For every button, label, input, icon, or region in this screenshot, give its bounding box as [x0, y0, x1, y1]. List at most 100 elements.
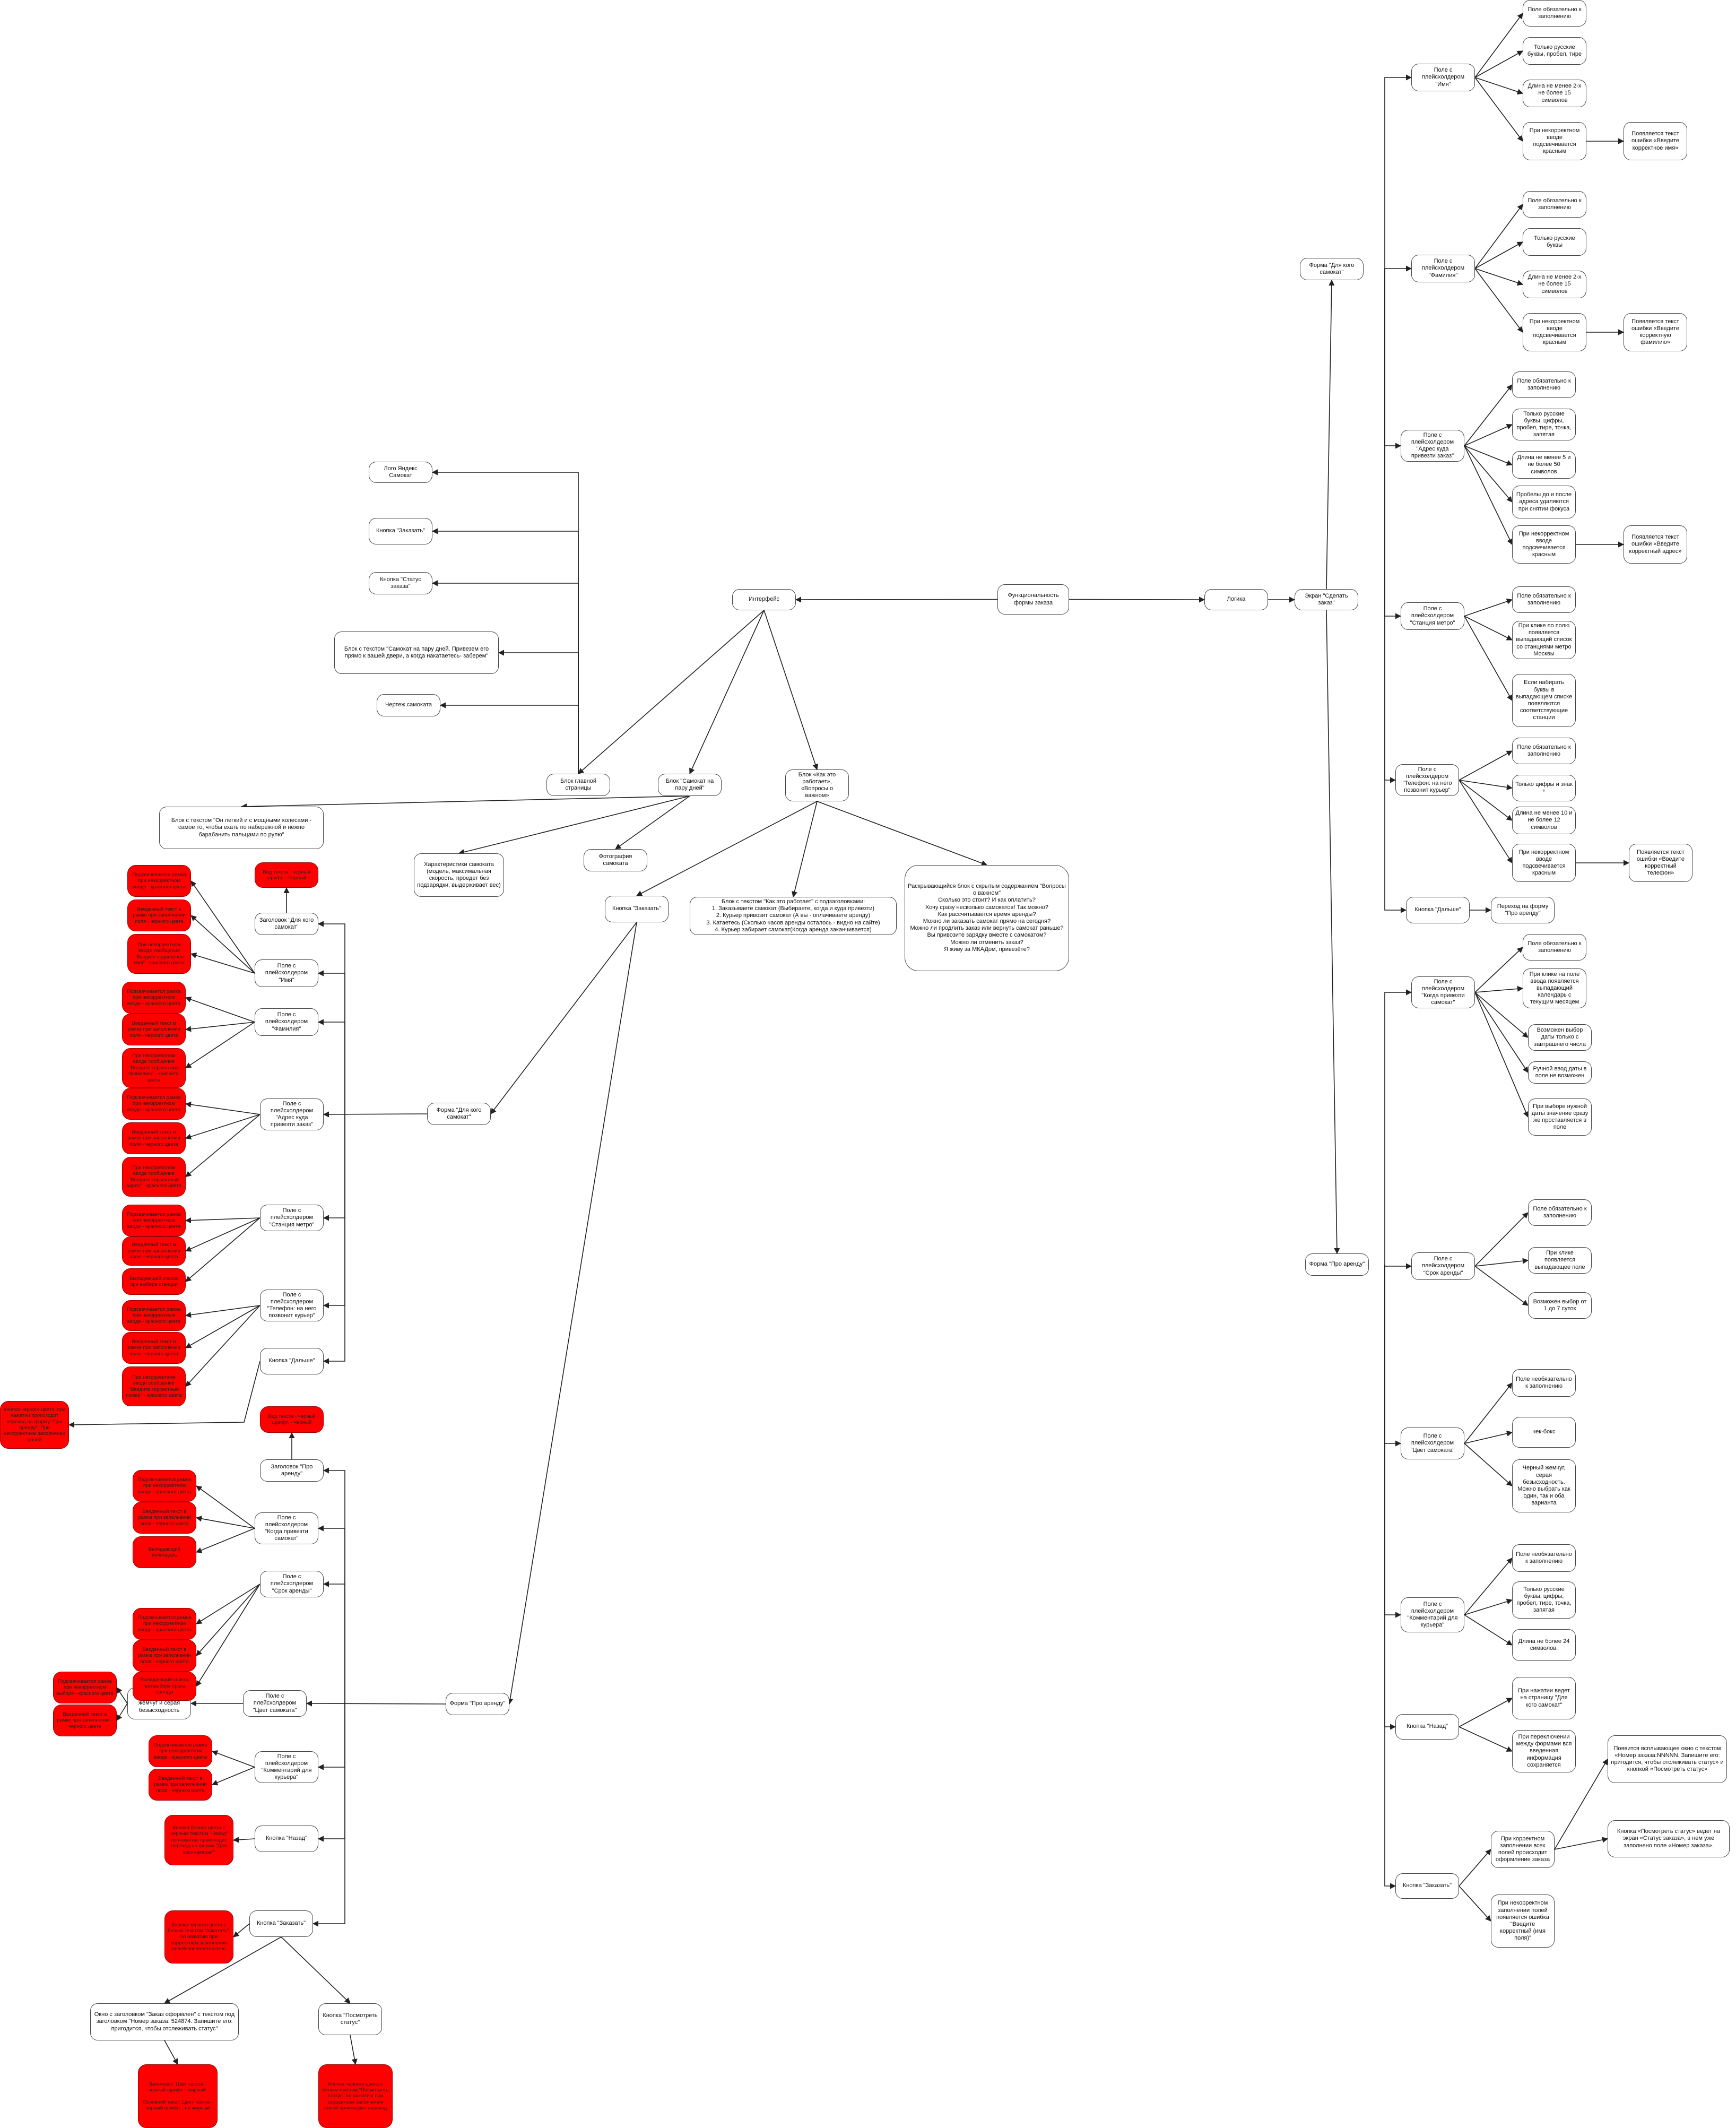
- node-r-addr-4: Пробелы до и после адреса удаляются при …: [1512, 486, 1576, 518]
- node-r-addr-3: Длина не менее 5 и не более 50 символов: [1512, 451, 1576, 479]
- node-n25: Введенный текст в рамке при заполнении п…: [149, 1769, 212, 1801]
- edge-arrow: [1464, 1430, 1513, 1444]
- node-l-order-red: Кнопка черного цвета с белым текстом "За…: [164, 1910, 233, 1963]
- node-r-form-rent: Форма "Про аренду": [1305, 1253, 1369, 1276]
- node-r-surname: Поле с плейсхолдером "Фамилия": [1411, 255, 1475, 282]
- edge-arrow: [1464, 445, 1513, 466]
- node-l-hdr-who-red: Вид текста - черный шрифт, - Черный: [255, 862, 318, 888]
- edge-arrow: [1474, 1258, 1529, 1267]
- node-btn-order-mid: Кнопка "Заказать": [605, 896, 669, 922]
- edge-arrow: [196, 1485, 255, 1529]
- node-l-modal-red: Заголовок: Цвет текста - черный шрифт - …: [138, 2064, 218, 2128]
- node-logic: Логика: [1204, 589, 1268, 610]
- node-r-sur-1: Поле обязательно к заполнению: [1523, 191, 1586, 218]
- edge-arrow: [1326, 610, 1340, 1255]
- node-scooter-drawing: Чертеж самоката: [377, 694, 440, 716]
- edge-arrow: [498, 650, 579, 774]
- edge-arrow: [1554, 1837, 1609, 1850]
- edge-arrow: [1474, 992, 1529, 1073]
- edge-arrow: [116, 1687, 128, 1704]
- node-func: Функциональность формы заказа: [997, 584, 1069, 615]
- node-r-back-1: При нажатии ведет на страницу "Для кого …: [1512, 1677, 1576, 1719]
- edge-arrow: [185, 1114, 261, 1178]
- node-r-phone: Поле с плейсхолдером "Телефон: на него п…: [1395, 764, 1459, 796]
- node-r-phone-1: Поле обязательно к заполнению: [1512, 738, 1576, 764]
- edge-arrow: [185, 1217, 261, 1282]
- edge-arrow: [240, 795, 690, 810]
- node-l-phone: Поле с плейсхолдером "Телефон: на него п…: [260, 1290, 324, 1321]
- edge-arrow: [1384, 1263, 1412, 1269]
- node-r-next-to: Переход на форму "Про аренду": [1491, 897, 1555, 923]
- node-n19: Подсвечивается рамка при некорректном вв…: [133, 1608, 196, 1640]
- node-r-addr-2: Только русские буквы, цифры, пробел, тир…: [1512, 409, 1576, 440]
- node-r-addr-err: Появляется текст ошибки «Введите коррект…: [1624, 525, 1687, 564]
- edge-arrow: [1554, 1759, 1608, 1850]
- node-btn-status-top: Кнопка "Статус заказа": [369, 572, 432, 594]
- node-r-when: Поле с плейсхолдером "Когда привезти сам…: [1411, 976, 1475, 1008]
- edge-arrow: [1384, 1265, 1396, 1730]
- edge-arrow: [116, 1703, 128, 1721]
- edge-arrow: [507, 922, 637, 1705]
- edge-arrow: [1384, 1265, 1402, 1618]
- edge-arrow: [190, 953, 255, 974]
- node-faq: Раскрывающийся блок с скрытым содержание…: [905, 865, 1069, 971]
- node-r-metro: Поле с плейсхолдером "Станция метро": [1401, 602, 1464, 630]
- node-n21: Выпадающий список при выборе срока аренд…: [133, 1672, 196, 1701]
- node-n10: Подсвечивается рамка при некорректном вв…: [122, 1205, 186, 1236]
- node-n16: Подсвечивается рамка при некорректном вв…: [133, 1470, 196, 1502]
- node-r-period-2: При клике появляется выпадающее поле: [1528, 1247, 1592, 1274]
- edge-arrow: [1384, 989, 1412, 1265]
- node-l-order: Кнопка "Заказать": [249, 1910, 313, 1937]
- node-l-name: Поле с плейсхолдером "Имя": [255, 959, 318, 987]
- node-n9: При некорректном вводе сообщение "Введит…: [122, 1157, 186, 1197]
- edge-arrow: [1474, 947, 1523, 993]
- node-r-com-2: Только русские буквы, цифры, пробел, тир…: [1512, 1581, 1576, 1619]
- edge-arrow: [1459, 780, 1513, 791]
- node-l-status: Кнопка "Посмотреть статус": [318, 2003, 382, 2035]
- edge-arrow: [1384, 1265, 1396, 1889]
- edge-arrow: [317, 921, 345, 1114]
- edge-arrow: [763, 610, 819, 771]
- edge-arrow: [317, 1525, 345, 1704]
- edge-arrow: [1459, 1849, 1491, 1887]
- node-n2: Введенный текст в рамке при заполнении п…: [127, 899, 191, 931]
- node-l-surname: Поле с плейсхолдером "Фамилия": [255, 1008, 318, 1036]
- node-l-status-red: Кнопка черного цвета с белым текстом "По…: [318, 2064, 393, 2128]
- node-block-how: Блок «Как это работает», «Вопросы о важн…: [785, 769, 849, 801]
- node-r-metro-2: При клике по полю появляется выпадающий …: [1512, 621, 1576, 659]
- node-l-hdr-rent: Заголовок "Про аренду": [260, 1459, 324, 1482]
- edge-arrow: [1464, 616, 1513, 641]
- node-l-back: Кнопка "Назад": [255, 1826, 318, 1852]
- node-block-main-page: Блок главной страницы: [546, 774, 610, 796]
- edge-arrow: [1384, 74, 1412, 269]
- node-r-order-bad: При некорректном заполнении полей появля…: [1491, 1895, 1555, 1948]
- edge-arrow: [195, 1528, 255, 1553]
- edge-arrow: [615, 795, 690, 850]
- edge-arrow: [1326, 279, 1335, 590]
- node-r-sur-2: Только русские буквы: [1523, 228, 1586, 256]
- edge-arrow: [1464, 1614, 1513, 1646]
- edge-arrow: [1474, 268, 1524, 286]
- node-r-back-2: При переключении между формами вся введе…: [1512, 1730, 1576, 1772]
- node-r-com-1: Поле необязательно к заполнению: [1512, 1544, 1576, 1572]
- edge-arrow: [1384, 269, 1396, 783]
- edge-arrow: [1474, 50, 1523, 78]
- edge-arrow: [1384, 269, 1407, 913]
- node-l-period: Поле с плейсхолдером "Срок аренды": [260, 1571, 324, 1597]
- edge-arrow: [1464, 445, 1513, 546]
- edge-arrow: [185, 1217, 261, 1224]
- node-n14: Введенный текст в рамке при заполнении п…: [122, 1332, 186, 1364]
- node-r-name-4: При некорректном вводе подсвечивается кр…: [1523, 122, 1586, 160]
- edge-arrow: [578, 610, 765, 774]
- edge-arrow: [1464, 423, 1513, 446]
- edge-arrow: [195, 1516, 255, 1529]
- node-n12: Выпадающий список при выборе станции: [122, 1268, 186, 1295]
- node-r-color-3: Черный жемчуг, серая безысходность. Можн…: [1512, 1459, 1576, 1512]
- node-iface: Интерфейс: [732, 589, 796, 610]
- edge-arrow: [431, 469, 579, 774]
- edge-arrow: [1474, 13, 1523, 78]
- node-r-color: Поле с плейсхолдером "Цвет самоката": [1401, 1428, 1464, 1459]
- edge-arrow: [1464, 1558, 1513, 1615]
- edge-arrow: [196, 1584, 261, 1687]
